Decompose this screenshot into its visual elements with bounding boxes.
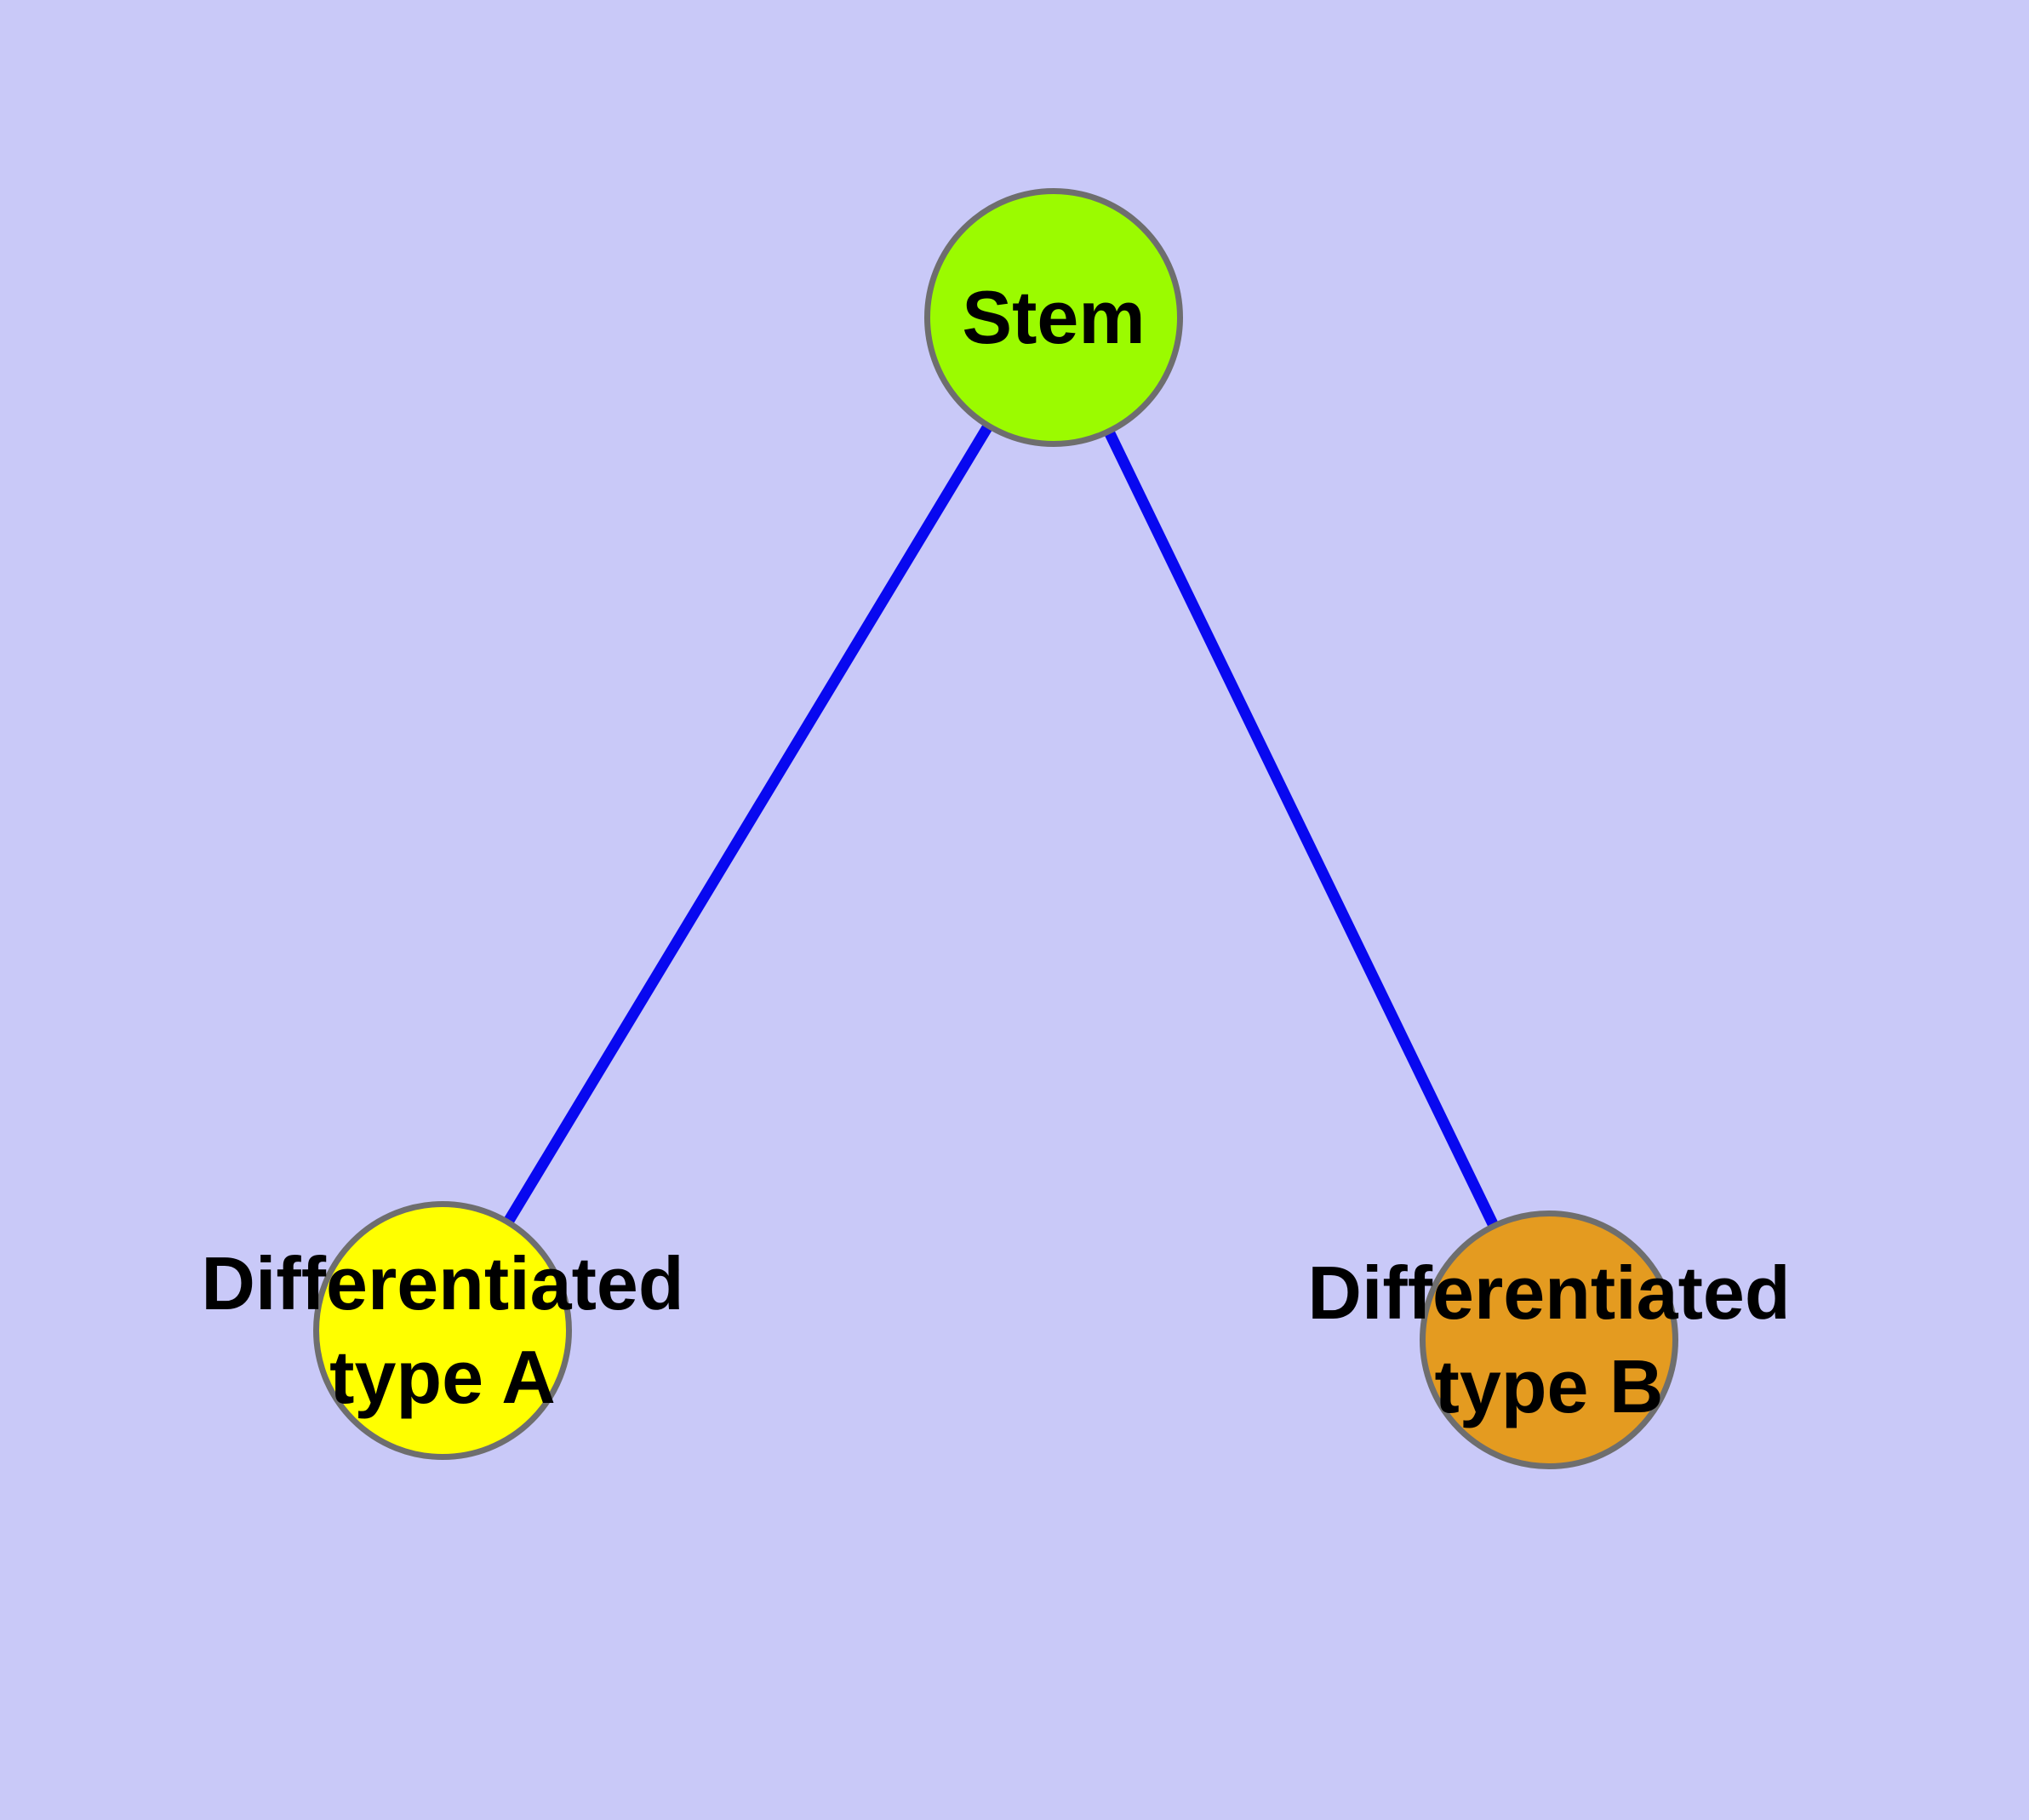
node-differentiated-type-a-label: Differentiated type A (201, 1241, 684, 1419)
node-differentiated-type-b-label: Differentiated type B (1307, 1251, 1791, 1428)
node-differentiated-type-a[interactable]: Differentiated type A (201, 1201, 684, 1460)
node-stem-label: Stem (962, 275, 1146, 359)
edge-stem-to-typeB (1049, 315, 1554, 1342)
node-differentiated-type-b[interactable]: Differentiated type B (1307, 1210, 1791, 1469)
node-stem[interactable]: Stem (924, 188, 1183, 447)
edge-stem-to-typeA (437, 314, 1059, 1334)
